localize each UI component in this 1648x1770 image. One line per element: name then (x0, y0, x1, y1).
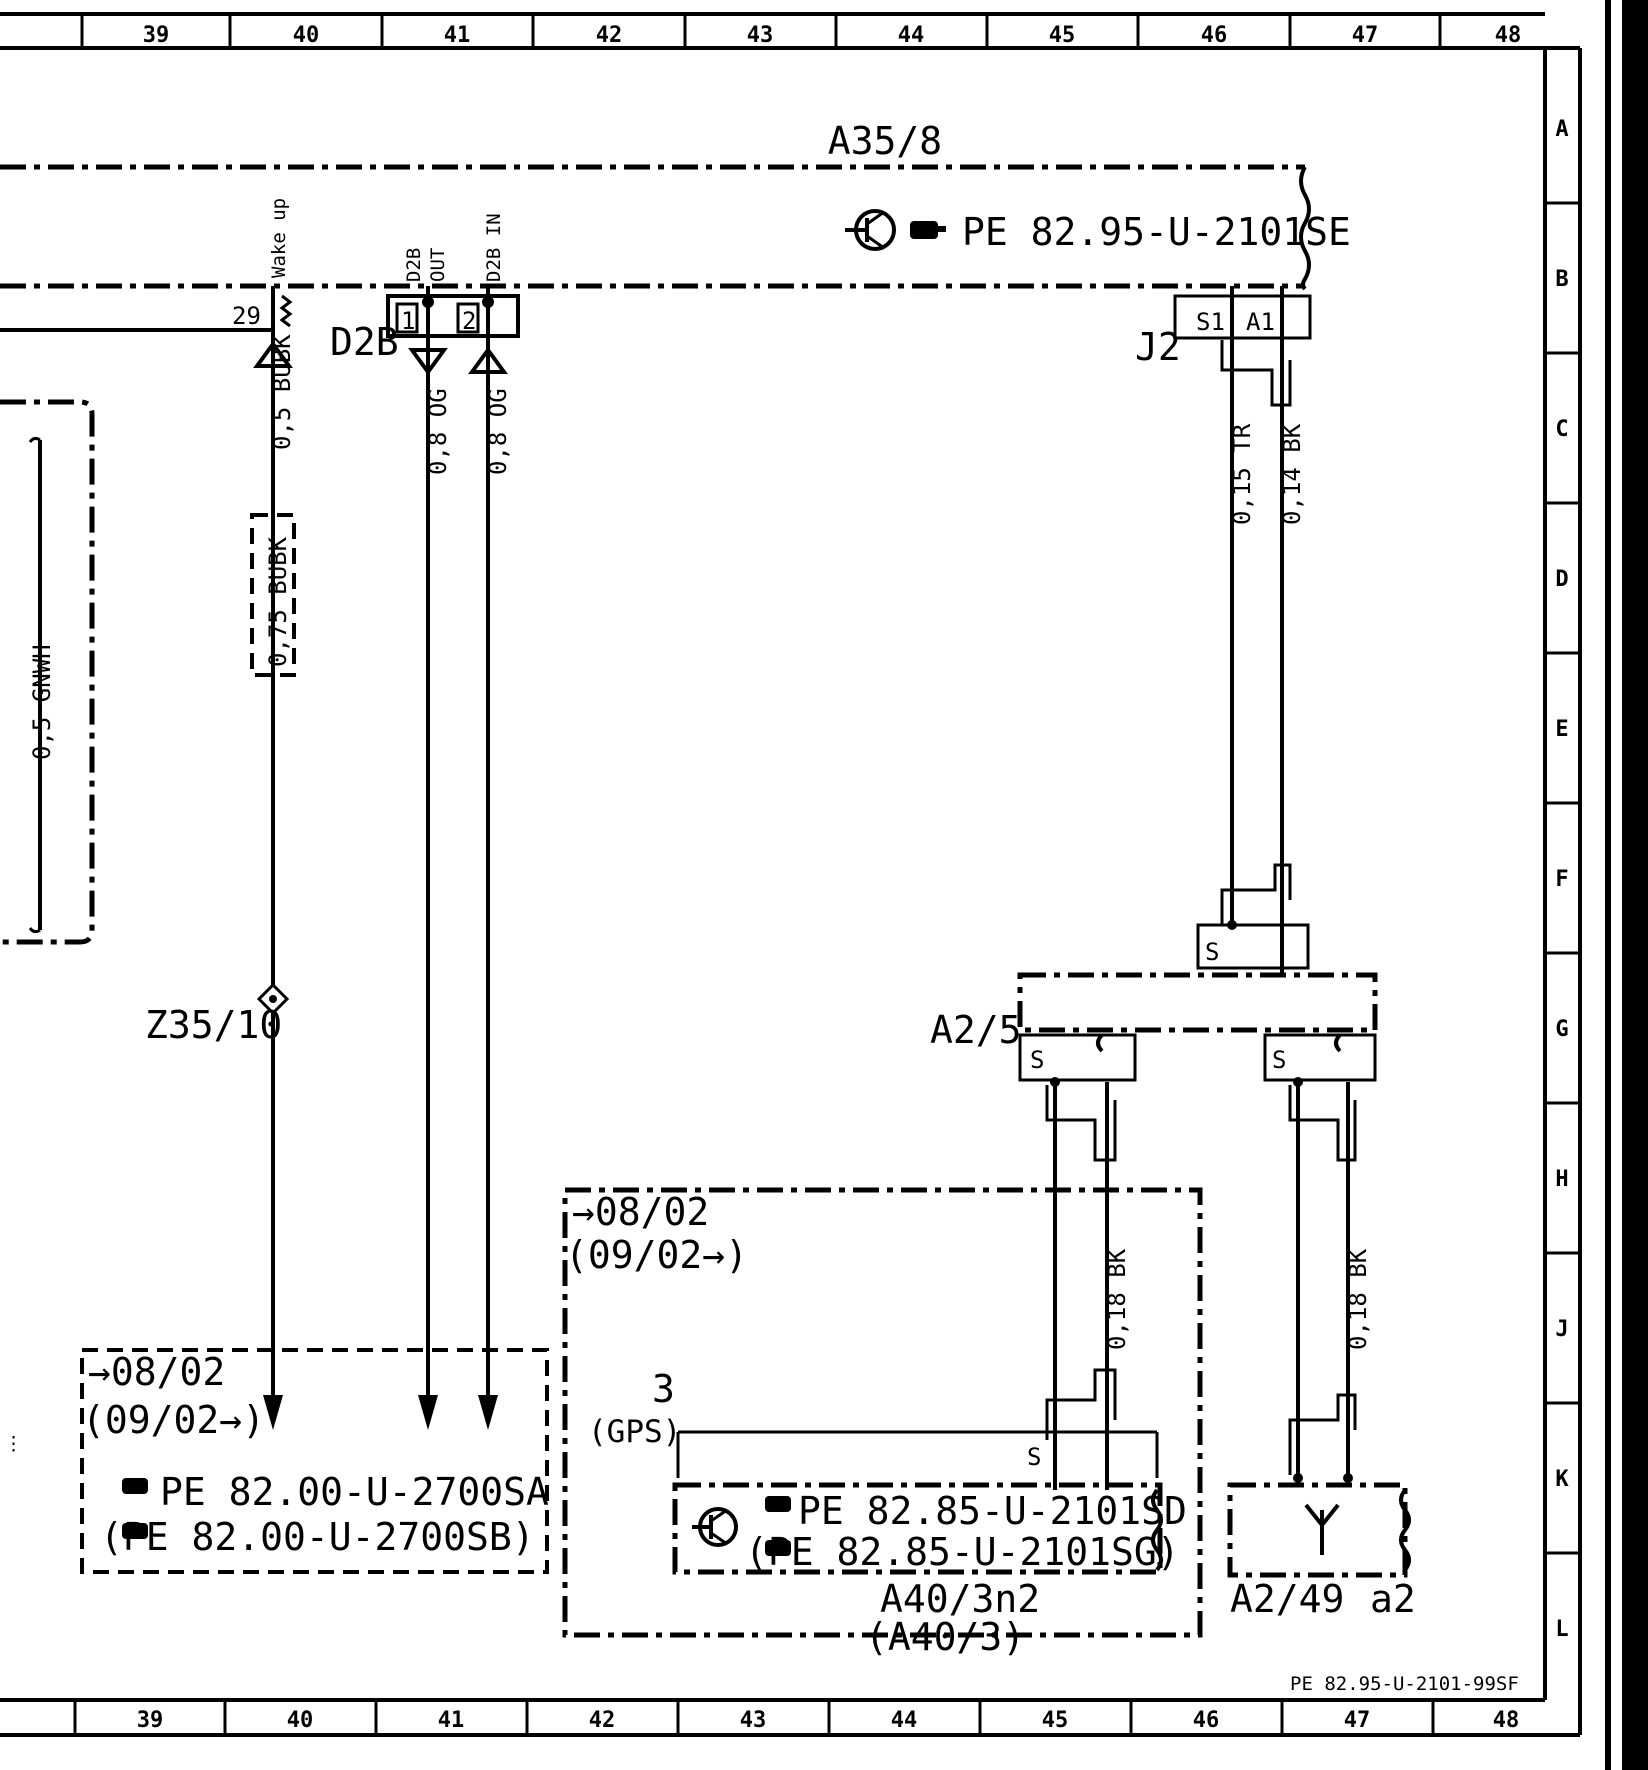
row-label-d: D (1555, 567, 1568, 592)
row-label-g: G (1555, 1017, 1568, 1042)
gps-pin-label: 3 (652, 1367, 675, 1411)
col-top-47: 47 (1352, 23, 1379, 48)
row-label-h: H (1555, 1167, 1568, 1192)
bottom-column-dividers (73, 1700, 1435, 1735)
wire-bk018-b-label: 0,18 BK (1344, 1248, 1372, 1350)
a40-3n2-module: →08/02 (09/02→) 3 (GPS) S PE 82.85-U-210… (562, 1187, 1203, 1659)
d2b-label: D2B (330, 320, 399, 364)
col-bottom-45: 45 (1042, 1708, 1069, 1733)
left-edge-mark: ⋮ (4, 1433, 23, 1455)
top-column-dividers (80, 14, 1442, 48)
row-label-e: E (1555, 717, 1568, 742)
col-bottom-47: 47 (1344, 1708, 1371, 1733)
pin-a1-label: A1 (1246, 308, 1275, 336)
pin-s-a: S (1205, 938, 1219, 966)
wire-tr-label: 0,15 TR (1228, 423, 1256, 525)
row-dividers (1545, 201, 1580, 1555)
z35-10-label: Z35/10 (145, 1003, 282, 1047)
wire-bubk-label: 0,5 BUBK (268, 334, 296, 450)
row-label-k: K (1555, 1467, 1569, 1492)
col-bottom-42: 42 (589, 1708, 616, 1733)
col-top-48: 48 (1495, 23, 1522, 48)
a2-49-suffix: a2 (1370, 1577, 1416, 1621)
a35-8-reference: PE 82.95-U-2101SE (962, 210, 1351, 254)
col-top-40: 40 (293, 23, 320, 48)
col-bottom-44: 44 (891, 1708, 918, 1733)
row-label-a: A (1555, 117, 1568, 142)
drawing-number: PE 82.95-U-2101-99SF (1290, 1673, 1519, 1695)
row-label-c: C (1555, 417, 1568, 442)
wire-bk014-label: 0,14 BK (1278, 423, 1306, 525)
antenna-icon (1304, 1503, 1340, 1555)
gps-label: (GPS) (588, 1414, 681, 1450)
wake-up-wire: 29 Wake up 0,5 BUBK 0,75 BUBK Z35/10 (0, 198, 296, 1430)
left-ref-1: PE 82.00-U-2700SA (160, 1470, 549, 1514)
a2-5-module: A2/5 S S (930, 972, 1378, 1082)
cables-a2-5: 0,18 BK 0,18 BK (1045, 1077, 1372, 1490)
col-top-42: 42 (596, 23, 623, 48)
pin-1-label: 1 (401, 307, 415, 335)
col-top-41: 41 (444, 23, 471, 48)
a2-49-antenna: A2/49 a2 (1227, 1482, 1416, 1621)
row-label-f: F (1555, 867, 1568, 892)
pin-d2b-out-1: D2B (403, 248, 425, 282)
wire-og2-label: 0,8 OG (484, 388, 512, 475)
col-top-39: 39 (143, 23, 170, 48)
wire-gnwh-label: 0,5 GNWH (28, 644, 56, 760)
col-bottom-41: 41 (438, 1708, 465, 1733)
col-bottom-39: 39 (137, 1708, 164, 1733)
row-label-l: L (1555, 1617, 1568, 1642)
pin-d2b-in: D2B IN (483, 213, 505, 282)
column-labels-top: 39 40 41 42 43 44 45 46 47 48 (143, 23, 1522, 48)
col-top-43: 43 (747, 23, 774, 48)
mid-date-to: (09/02→) (565, 1233, 748, 1277)
transistor-icon (692, 1507, 738, 1547)
transistor-icon (845, 209, 896, 251)
row-label-j: J (1555, 1317, 1568, 1342)
mid-date-from: →08/02 (572, 1190, 709, 1234)
row-labels: A B C D E F G H J K L (1555, 117, 1569, 1642)
pin-d2b-out-2: OUT (427, 248, 449, 282)
pin-s-d: S (1027, 1443, 1041, 1471)
mid-ref-2: (PE 82.85-U-2101SG) (745, 1530, 1180, 1574)
left-date-to: (09/02→) (82, 1398, 265, 1442)
pin-29-label: 29 (232, 302, 261, 330)
pin-s-b: S (1030, 1046, 1044, 1074)
column-labels-bottom: 39 40 41 42 43 44 45 46 47 48 (137, 1708, 1520, 1733)
pin-wake-up-label: Wake up (268, 198, 290, 278)
a40-3n2-label: A40/3n2 (880, 1577, 1040, 1621)
mid-ref-1: PE 82.85-U-2101SD (798, 1489, 1187, 1533)
pin-s1-label: S1 (1196, 308, 1225, 336)
j2-connector: S1 A1 J2 0,15 TR 0,14 BK S (1135, 286, 1312, 975)
pin-2-label: 2 (462, 307, 476, 335)
wire-og1-label: 0,8 OG (424, 388, 452, 475)
wire-bubk-075-label: 0,75 BUBK (264, 536, 292, 667)
row-label-b: B (1555, 267, 1568, 292)
j2-label: J2 (1135, 325, 1181, 369)
left-date-from: →08/02 (88, 1350, 225, 1394)
col-top-44: 44 (898, 23, 925, 48)
col-bottom-43: 43 (740, 1708, 767, 1733)
col-bottom-46: 46 (1193, 1708, 1220, 1733)
col-top-46: 46 (1201, 23, 1228, 48)
a35-8-module: A35/8 PE 82.95-U-2101SE (0, 119, 1351, 291)
a40-3-label: (A40/3) (865, 1615, 1025, 1659)
a2-49-label: A2/49 (1230, 1577, 1344, 1621)
left-reference-box: →08/02 (09/02→) PE 82.00-U-2700SA (PE 82… (80, 1348, 549, 1574)
left-ref-2: (PE 82.00-U-2700SB) (100, 1515, 535, 1559)
wire-bk018-a-label: 0,18 BK (1103, 1248, 1131, 1350)
pin-s-c: S (1272, 1046, 1286, 1074)
a2-5-label: A2/5 (930, 1008, 1022, 1052)
col-bottom-48: 48 (1493, 1708, 1520, 1733)
a35-8-label: A35/8 (828, 119, 942, 163)
col-top-45: 45 (1049, 23, 1076, 48)
gnwh-box: 0,5 GNWH ⋮ (0, 399, 95, 1455)
d2b-connector: 1 2 D2B D2B OUT D2B IN 0,8 OG 0,8 OG (330, 213, 520, 1430)
pointing-hand-icon (910, 221, 946, 239)
col-bottom-40: 40 (287, 1708, 314, 1733)
